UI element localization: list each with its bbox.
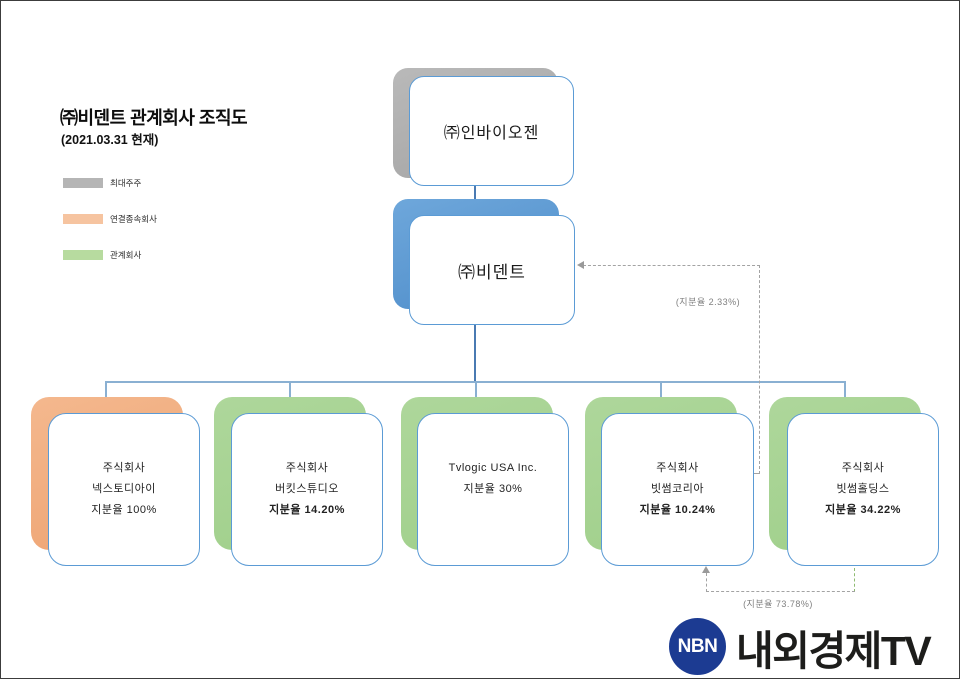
tree-stub-3 [475, 382, 477, 398]
dashed-line-1-nub [754, 473, 760, 474]
dashed-arrow-to-vident [577, 261, 584, 269]
connector-root-to-parent [474, 186, 476, 200]
node-line: 넥스토디아이 [92, 483, 156, 495]
tree-stub-5 [844, 382, 846, 398]
dashed-arrow-to-bithumb-korea [702, 566, 710, 573]
node-card: 주식회사 버킷스튜디오 지분율 14.20% [231, 413, 383, 566]
node-line: 지분율 34.22% [825, 504, 901, 516]
node-line: 지분율 14.20% [269, 504, 345, 516]
connector-parent-to-tree [474, 325, 476, 382]
legend-label: 연결종속회사 [110, 214, 157, 224]
node-card: Tvlogic USA Inc. 지분율 30% [417, 413, 569, 566]
node-line: 빗썸코리아 [650, 483, 705, 495]
nbn-logo-badge: NBN [669, 618, 726, 675]
dashed-line-1-horizontal [583, 265, 760, 266]
dashed-line-2-horizontal [706, 591, 855, 592]
page-title: ㈜비덴트 관계회사 조직도 [60, 108, 248, 128]
annotation-share-2-33: (지분율 2.33%) [675, 297, 741, 307]
node-line: 지분율 10.24% [639, 504, 716, 516]
node-line: 버킷스튜디오 [275, 483, 339, 495]
legend-item-largest-shareholder: 최대주주 [63, 178, 157, 188]
node-line: 주식회사 [656, 462, 699, 474]
dashed-line-1-vertical [759, 265, 760, 474]
legend-swatch-gray [63, 178, 103, 188]
broadcaster-logo-text: 내외경제TV [736, 627, 932, 674]
legend-label: 최대주주 [110, 178, 142, 188]
dashed-line-2-left-vertical [706, 573, 707, 592]
legend-swatch-green [63, 250, 103, 260]
node-line: 빗썸홀딩스 [836, 483, 890, 495]
page-subtitle: (2021.03.31 현재) [61, 133, 159, 147]
tree-stub-1 [105, 382, 107, 398]
legend-item-consolidated-subsidiary: 연결종속회사 [63, 214, 157, 224]
annotation-share-73-78: (지분율 73.78%) [743, 599, 813, 609]
legend: 최대주주 연결종속회사 관계회사 [63, 178, 157, 286]
node-card: ㈜비덴트 [409, 215, 575, 325]
node-label: ㈜비덴트 [458, 262, 526, 282]
dashed-line-2-right-vertical [854, 568, 855, 592]
node-card: ㈜인바이오젠 [409, 76, 574, 186]
legend-item-related-company: 관계회사 [63, 250, 157, 260]
node-line: 주식회사 [841, 462, 885, 474]
tree-stub-4 [660, 382, 662, 398]
node-card: 주식회사 빗썸코리아 지분율 10.24% [601, 413, 754, 566]
node-line: 지분율 30% [463, 483, 523, 495]
tree-stub-2 [289, 382, 291, 398]
legend-label: 관계회사 [110, 250, 142, 260]
nbn-logo-text: NBN [677, 635, 718, 657]
legend-swatch-orange [63, 214, 103, 224]
node-card: 주식회사 넥스토디아이 지분율 100% [48, 413, 200, 566]
node-label: ㈜인바이오젠 [443, 125, 540, 142]
node-line: 주식회사 [102, 462, 146, 474]
node-line: Tvlogic USA Inc. [448, 462, 538, 474]
node-card: 주식회사 빗썸홀딩스 지분율 34.22% [787, 413, 939, 566]
node-line: 지분율 100% [91, 504, 157, 516]
node-line: 주식회사 [285, 462, 329, 474]
